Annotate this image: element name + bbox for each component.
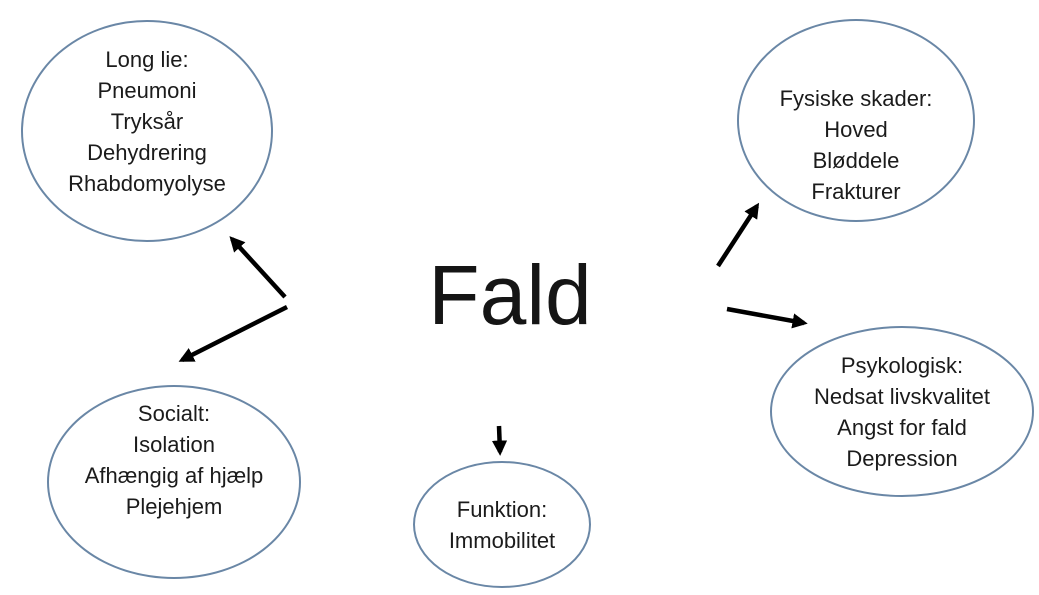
arrow-to-long-lie (229, 236, 287, 299)
node-line: Nedsat livskvalitet (813, 383, 991, 409)
node-long-lie: Long lie: Pneumoni Tryksår Dehydrering R… (21, 20, 273, 242)
arrow-to-funktion (491, 425, 508, 456)
node-line: Frakturer (811, 178, 901, 204)
node-line: Depression (846, 445, 958, 471)
node-line: Hoved (824, 116, 888, 142)
node-fysiske-skader: Fysiske skader: Hoved Bløddele Frakturer (737, 19, 975, 222)
node-line: Isolation (133, 432, 215, 457)
node-line: Socialt: (137, 401, 211, 426)
node-line: Afhængig af hjælp (84, 463, 264, 488)
node-line: Long lie: (105, 46, 189, 72)
node-line: Angst for fald (837, 414, 967, 440)
node-line: Plejehjem (125, 494, 223, 519)
node-line: Tryksår (110, 108, 184, 134)
arrow-to-fysiske-skader (716, 202, 760, 268)
node-socialt: Socialt: Isolation Afhængig af hjælp Ple… (47, 385, 301, 579)
arrow-to-socialt (178, 304, 289, 363)
node-funktion: Funktion: Immobilitet (413, 461, 591, 588)
node-psykologisk: Psykologisk: Nedsat livskvalitet Angst f… (770, 326, 1034, 497)
node-line: Pneumoni (97, 77, 197, 103)
node-line: Fysiske skader: (779, 85, 933, 111)
node-line: Psykologisk: (840, 352, 964, 378)
node-line: Immobilitet (448, 527, 556, 553)
node-line: Dehydrering (87, 139, 207, 165)
node-line: Rhabdomyolyse (68, 170, 226, 196)
node-line: Bløddele (812, 147, 900, 173)
arrow-to-psykologisk (726, 306, 808, 329)
central-topic-fald: Fald (428, 248, 592, 342)
node-line: Funktion: (456, 496, 548, 522)
